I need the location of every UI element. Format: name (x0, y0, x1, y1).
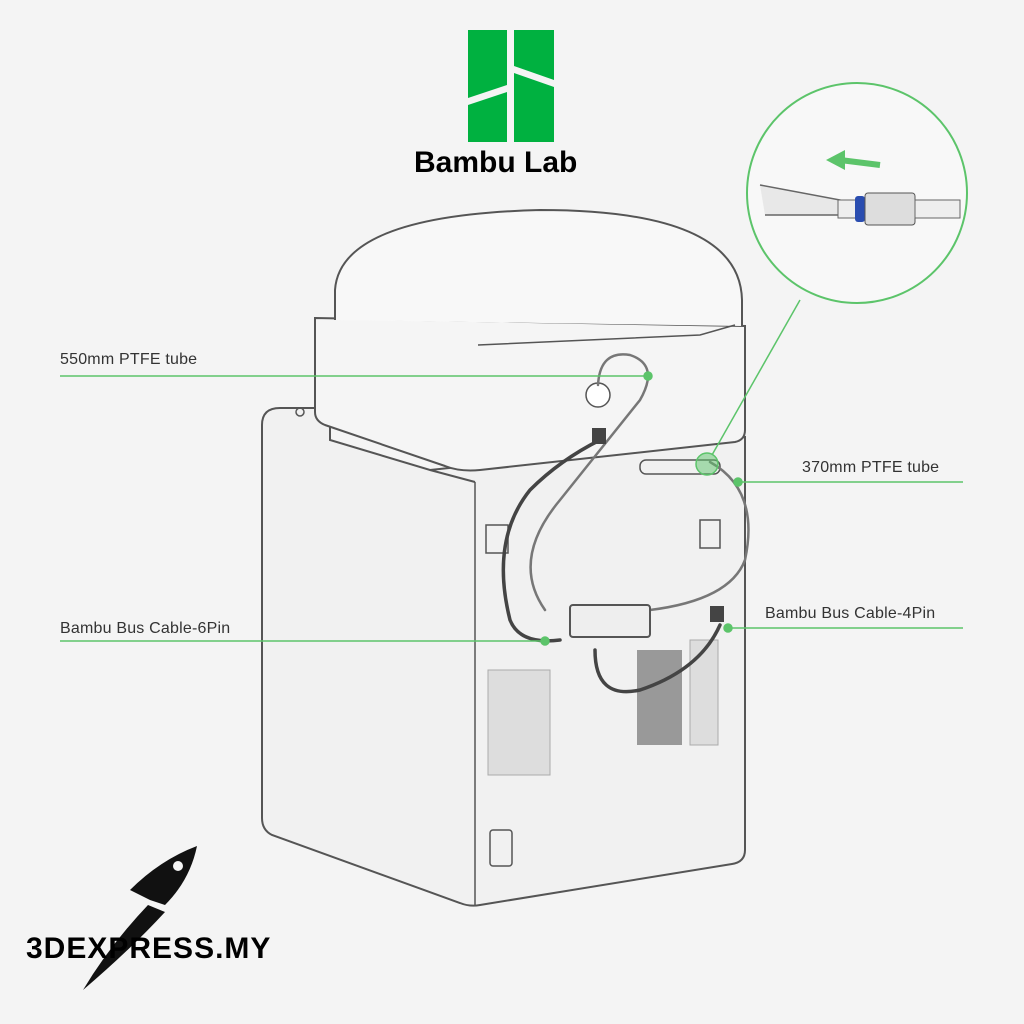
label-370mm-ptfe-tube: 370mm PTFE tube (802, 459, 940, 476)
printer-body (261, 407, 746, 907)
label-550mm-ptfe-tube: 550mm PTFE tube (60, 351, 198, 368)
connector-zoom-inset (746, 82, 968, 304)
label-bus-cable-6pin: Bambu Bus Cable-6Pin (60, 620, 231, 637)
callout-lines (60, 299, 963, 646)
insert-arrow-icon (839, 157, 881, 168)
label-bus-cable-4pin: Bambu Bus Cable-4Pin (765, 605, 936, 622)
bambu-lab-wordmark: Bambu Lab (414, 146, 578, 179)
ams-unit (314, 208, 746, 472)
watermark-text: 3DEXPRESS.MY (26, 932, 272, 965)
bambu-lab-logo-mark (468, 30, 554, 142)
rocket-logo-icon (83, 846, 197, 990)
